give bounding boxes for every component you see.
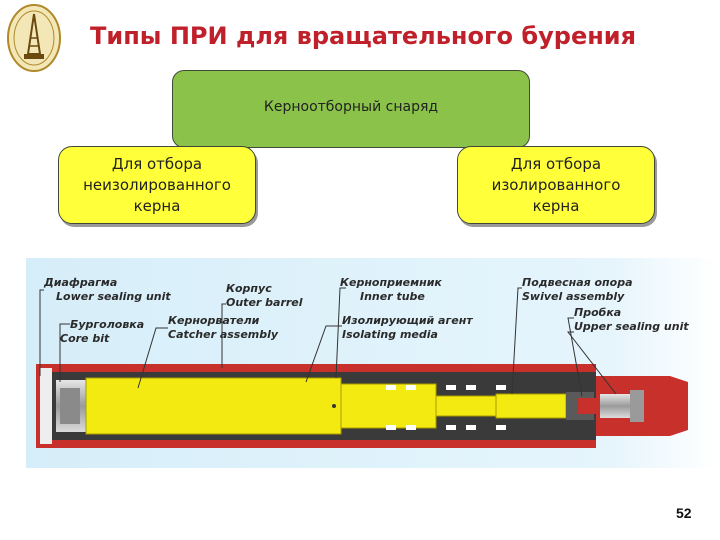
label-upper-seal-en: Upper sealing unit [574, 320, 689, 333]
core-barrel-label: Керноотборный снаряд [263, 99, 439, 115]
label-diaphragm-ru: Диафрагма [43, 276, 117, 289]
label-upper-seal-ru: Пробка [574, 306, 621, 319]
core-barrel-diagram: Диафрагма Lower sealing unit Бурголовка … [26, 258, 716, 468]
core-barrel-box: Керноотборный снаряд [172, 70, 530, 148]
label-catcher-ru: Кернорватели [168, 314, 260, 327]
leader-lines [39, 287, 617, 397]
label-swivel-en: Swivel assembly [522, 290, 625, 303]
label-outer-barrel-en: Outer barrel [226, 296, 303, 309]
label-core-bit-ru: Бурголовка [70, 318, 144, 331]
label-inner-tube-en: Inner tube [360, 290, 425, 303]
label-inner-tube-ru: Керноприемник [340, 276, 442, 289]
university-logo-icon [7, 4, 61, 72]
label-isolating-en: Isolating media [342, 328, 438, 341]
label-isolating-ru: Изолирующий агент [342, 314, 473, 327]
label-diaphragm-en: Lower sealing unit [56, 290, 171, 303]
isolated-line-3: керна [532, 196, 580, 215]
non-isolated-core-box: Для отбора неизолированного керна [58, 146, 256, 224]
non-isolated-line-3: керна [133, 196, 181, 215]
non-isolated-line-1: Для отбора [111, 154, 203, 173]
label-outer-barrel-ru: Корпус [226, 282, 272, 295]
page-number: 52 [676, 505, 692, 521]
label-swivel-ru: Подвесная опора [522, 276, 633, 289]
isolated-line-1: Для отбора [510, 154, 602, 173]
page-title: Типы ПРИ для вращательного бурения [90, 22, 637, 50]
isolated-core-box: Для отбора изолированного керна [457, 146, 655, 224]
core-barrel-tool [36, 364, 688, 448]
label-catcher-en: Catcher assembly [168, 328, 279, 341]
label-core-bit-en: Core bit [60, 332, 110, 345]
non-isolated-line-2: неизолированного [83, 175, 231, 194]
isolated-line-2: изолированного [491, 175, 621, 194]
